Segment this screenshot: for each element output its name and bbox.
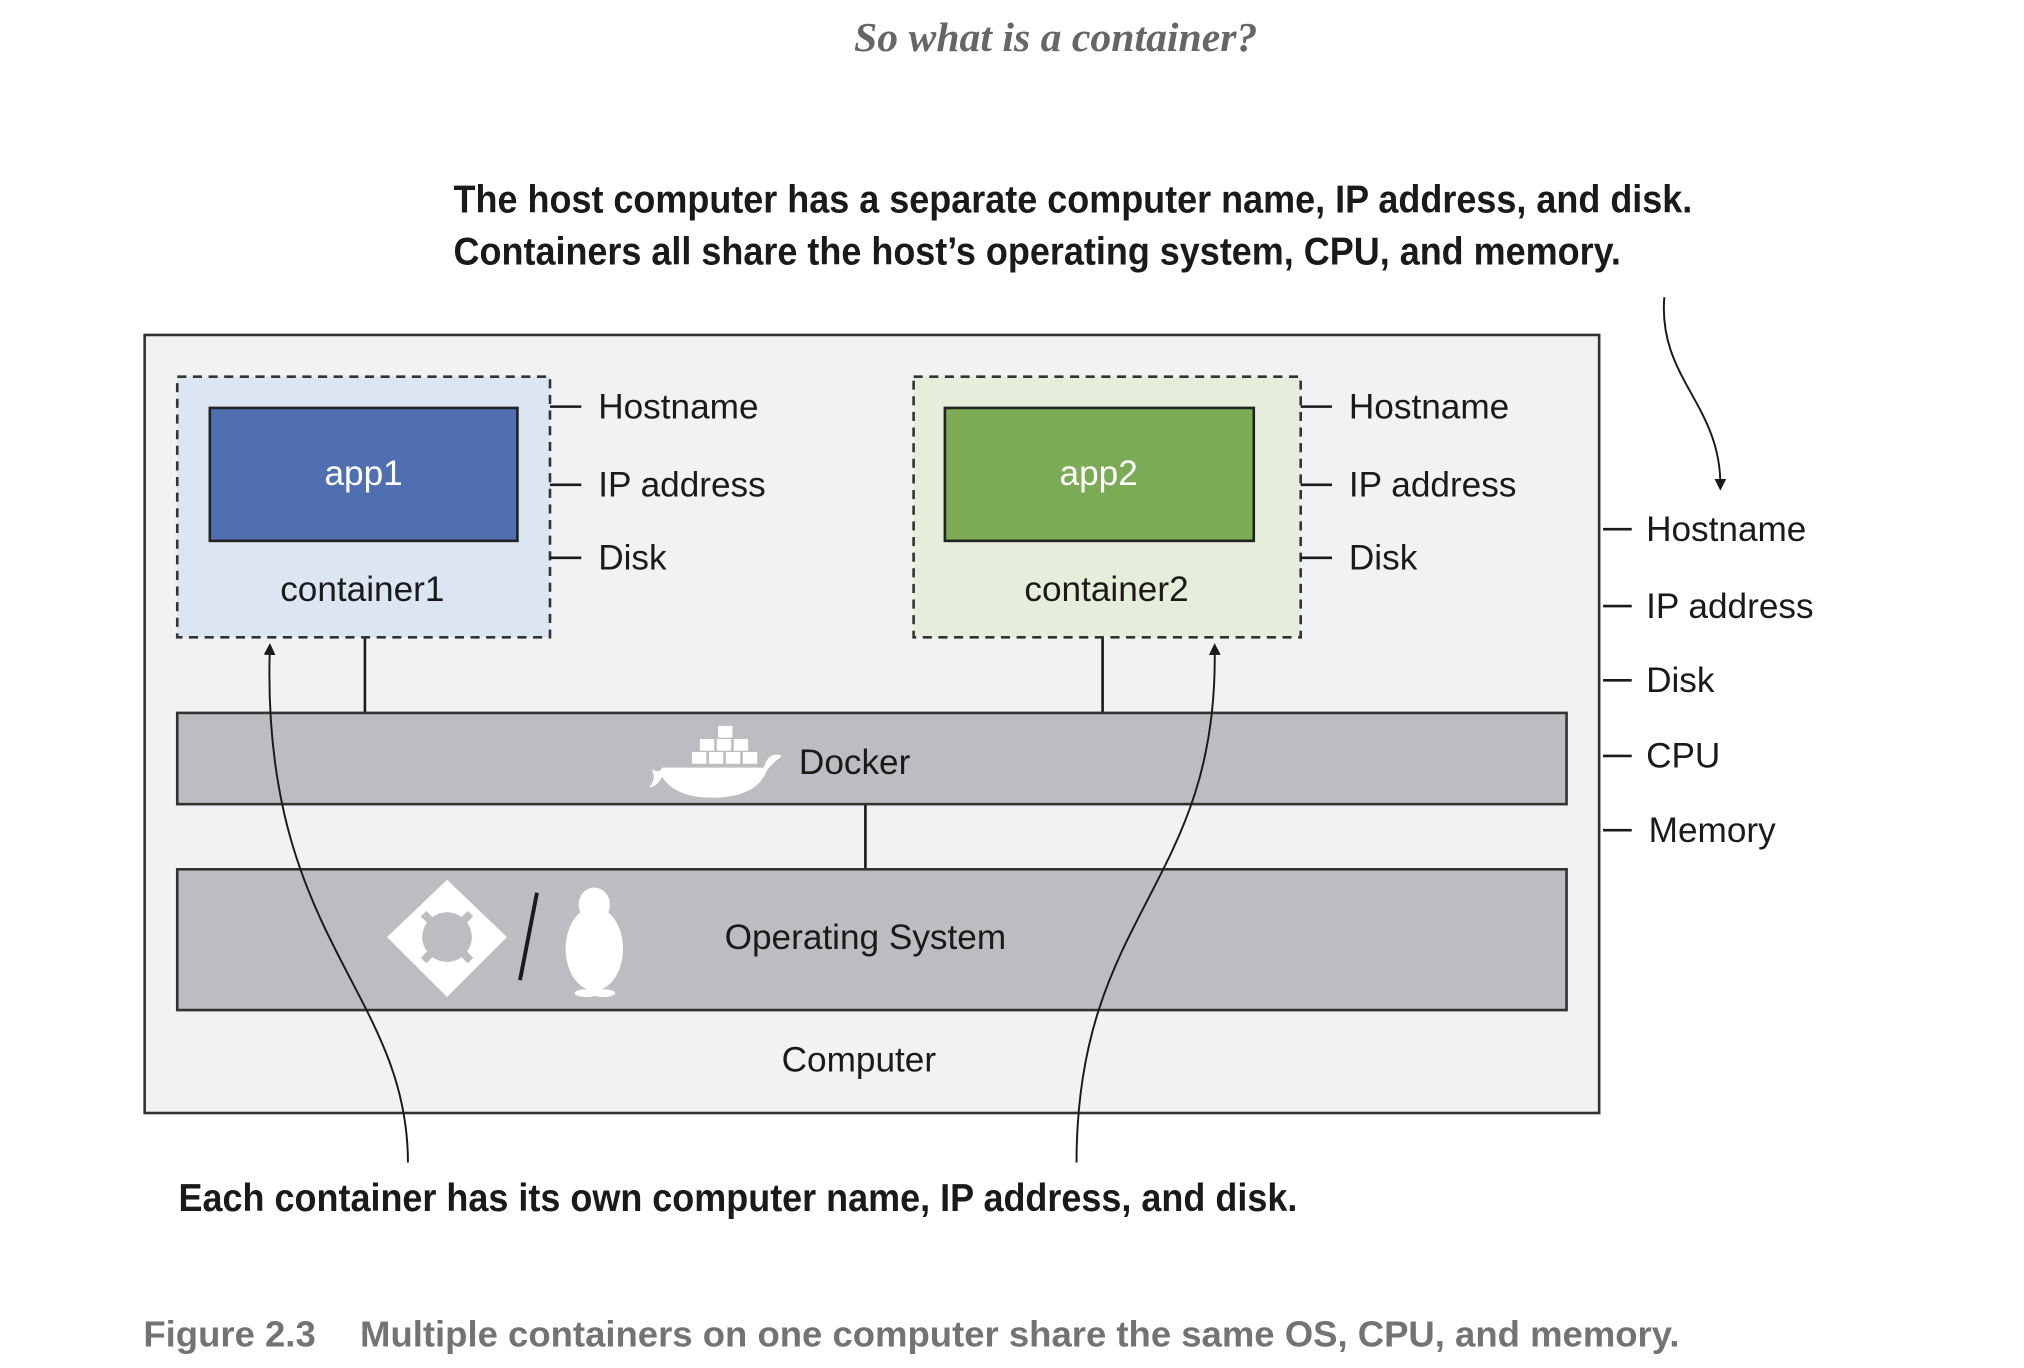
app2-box <box>943 406 1256 543</box>
app1-label: app1 <box>324 454 402 493</box>
host-annotation-line-2: Containers all share the host’s operatin… <box>453 230 1621 274</box>
docker-layer <box>175 711 1568 806</box>
host-ip-address: IP address <box>1646 587 1814 626</box>
container2-hostname: Hostname <box>1349 387 1509 426</box>
container2-ip-address: IP address <box>1349 466 1517 505</box>
container2-disk: Disk <box>1349 539 1418 578</box>
running-head: So what is a container? <box>854 13 1258 60</box>
host-annotation: The host computer has a separate compute… <box>454 175 1693 279</box>
host-memory: Memory <box>1649 811 1776 850</box>
host-disk: Disk <box>1646 661 1715 700</box>
container2-annotation-arrow <box>1075 643 1221 1163</box>
container-annotation: Each container has its own computer name… <box>178 1176 1298 1220</box>
figure-caption: Figure 2.3 Multiple containers on one com… <box>143 1314 1679 1356</box>
app2-label: app2 <box>1060 454 1138 493</box>
host-cpu: CPU <box>1646 737 1720 776</box>
host-annotation-arrow <box>1662 297 1727 491</box>
host-annotation-line-1: The host computer has a separate compute… <box>453 178 1693 222</box>
os-separator-slash <box>518 892 539 981</box>
container1-annotation-arrow <box>263 643 409 1163</box>
container1-hostname: Hostname <box>598 387 758 426</box>
app1-box <box>208 406 519 543</box>
container2-label: container2 <box>1024 570 1188 609</box>
windows-logo-icon <box>387 879 507 998</box>
figure-caption-text: Multiple containers on one computer shar… <box>360 1313 1680 1355</box>
os-label: Operating System <box>725 918 1007 957</box>
computer-label: Computer <box>782 1040 937 1079</box>
host-hostname: Hostname <box>1646 510 1806 549</box>
container1-ip-address: IP address <box>598 466 766 505</box>
container1-disk: Disk <box>598 539 667 578</box>
container1-label: container1 <box>280 570 444 609</box>
docker-label: Docker <box>799 743 911 782</box>
figure-number: Figure 2.3 <box>143 1313 316 1355</box>
docker-whale-icon <box>649 725 782 798</box>
linux-penguin-icon <box>565 887 623 998</box>
